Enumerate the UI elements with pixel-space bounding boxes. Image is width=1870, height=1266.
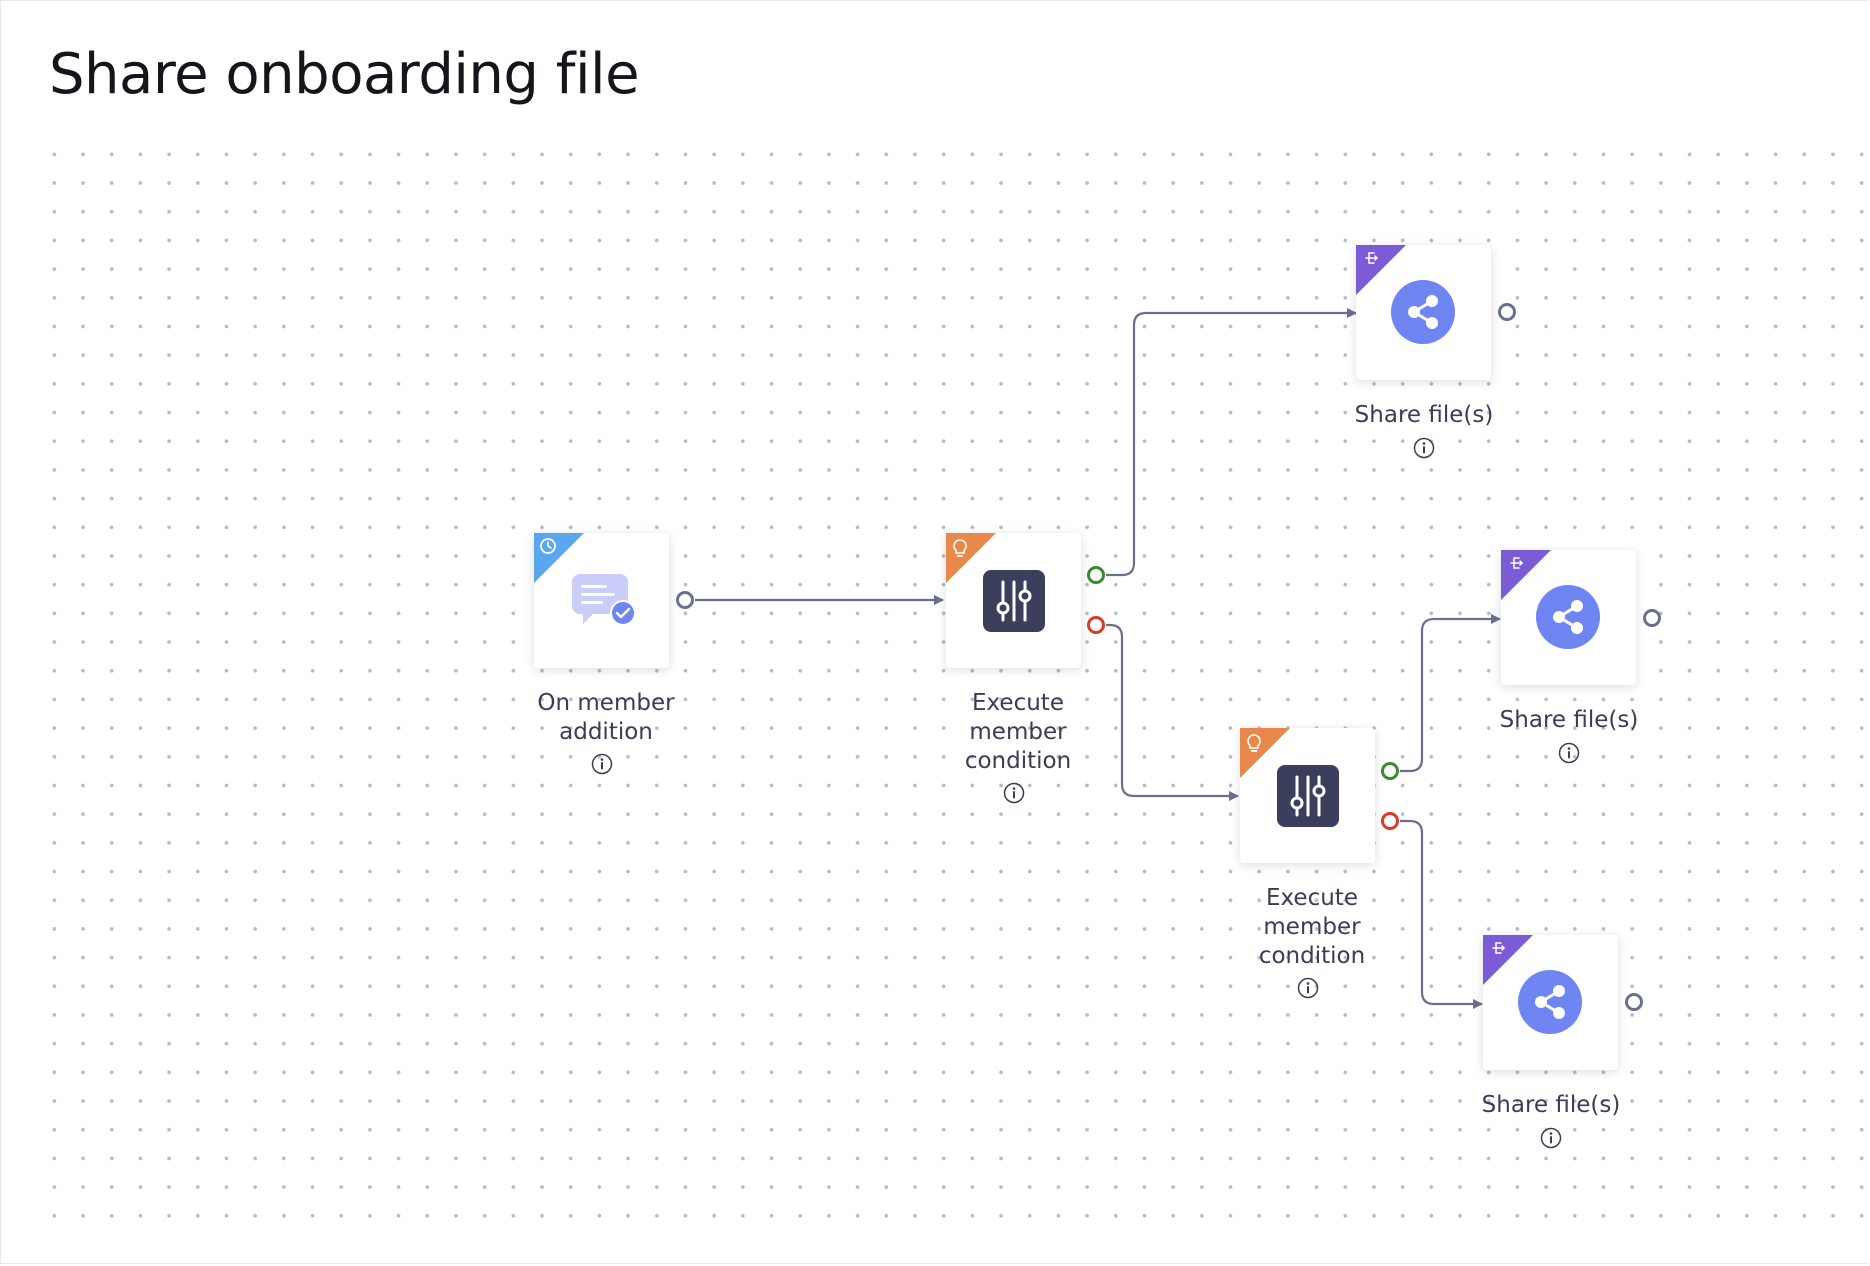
action-node-share-files-2[interactable] (1501, 550, 1636, 685)
flow-icon (1501, 550, 1551, 600)
node-label: Share file(s) (1499, 707, 1639, 733)
output-port[interactable] (1624, 992, 1644, 1012)
node-label: Execute member condition (964, 690, 1072, 774)
true-output-port[interactable] (1086, 565, 1106, 585)
node-label: Share file(s) (1481, 1092, 1621, 1118)
info-icon[interactable] (591, 753, 613, 775)
lightbulb-icon (946, 533, 996, 583)
share-icon (1518, 970, 1582, 1034)
page-title: Share onboarding file (49, 42, 640, 107)
false-output-port[interactable] (1086, 615, 1106, 635)
node-label: Execute member condition (1258, 885, 1366, 969)
info-icon[interactable] (1003, 782, 1025, 804)
node-label: Share file(s) (1354, 402, 1494, 428)
output-port[interactable] (1642, 608, 1662, 628)
chat-check-icon (572, 574, 636, 626)
action-node-share-files-1[interactable] (1356, 245, 1491, 380)
share-icon (1536, 585, 1600, 649)
clock-icon (534, 533, 584, 583)
condition-node-execute-member-condition-2[interactable] (1240, 728, 1375, 863)
condition-node-execute-member-condition-1[interactable] (946, 533, 1081, 668)
sliders-icon (1277, 765, 1339, 827)
flow-icon (1483, 935, 1533, 985)
lightbulb-icon (1240, 728, 1290, 778)
info-icon[interactable] (1413, 437, 1435, 459)
false-output-port[interactable] (1380, 811, 1400, 831)
flow-icon (1356, 245, 1406, 295)
node-label: On member addition (537, 690, 675, 745)
info-icon[interactable] (1540, 1127, 1562, 1149)
output-port[interactable] (1497, 302, 1517, 322)
action-node-share-files-3[interactable] (1483, 935, 1618, 1070)
trigger-node-on-member-addition[interactable] (534, 533, 669, 668)
sliders-icon (983, 570, 1045, 632)
info-icon[interactable] (1297, 977, 1319, 999)
true-output-port[interactable] (1380, 761, 1400, 781)
share-icon (1391, 280, 1455, 344)
info-icon[interactable] (1558, 742, 1580, 764)
output-port[interactable] (675, 590, 695, 610)
